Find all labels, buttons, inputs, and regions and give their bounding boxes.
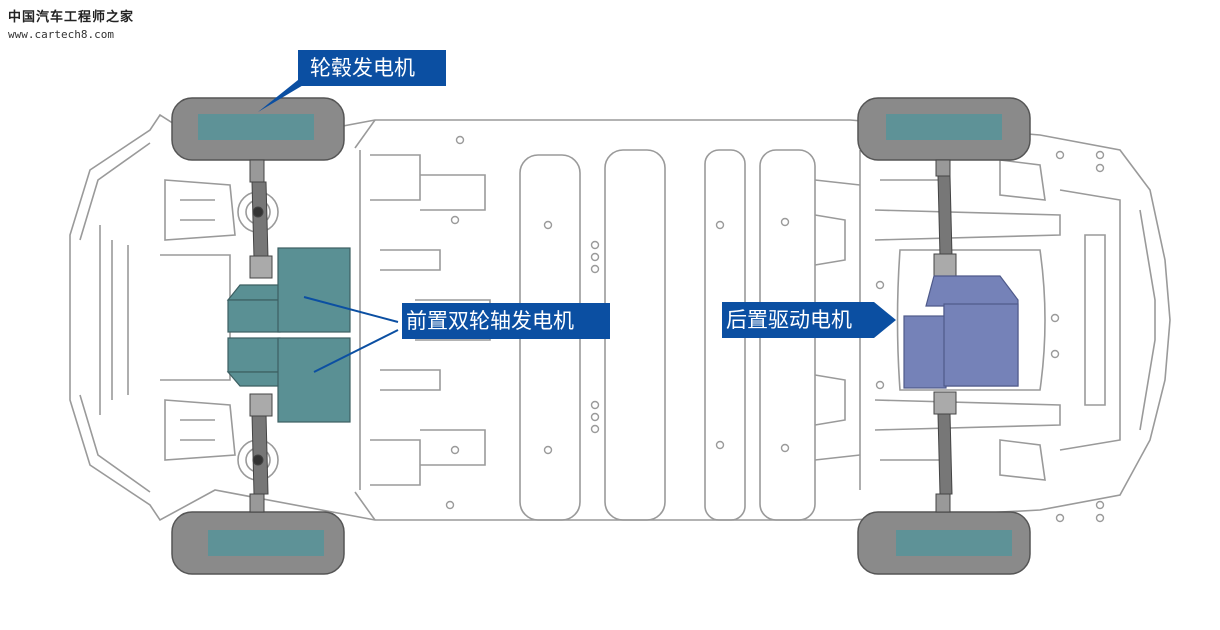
hub-motor-front-right bbox=[208, 530, 324, 556]
hub-motor-front-left bbox=[198, 114, 314, 140]
front-dual-motor bbox=[226, 247, 399, 423]
callout-rear-motor-shape bbox=[722, 302, 896, 338]
front-driveshafts bbox=[249, 159, 273, 513]
callout-front-motor-shape bbox=[402, 303, 610, 339]
tire-rear-right bbox=[857, 511, 1031, 575]
watermark: 中国汽车工程师之家 www.cartech8.com bbox=[8, 6, 134, 41]
hub-motor-rear-left bbox=[886, 114, 1002, 140]
rear-drive-motor bbox=[903, 275, 1019, 389]
label-front-motor: 前置双轮轴发电机 bbox=[406, 309, 574, 333]
rear-driveshafts bbox=[933, 159, 957, 513]
watermark-site-name: 中国汽车工程师之家 bbox=[8, 10, 135, 25]
tire-front-right bbox=[171, 511, 345, 575]
chassis-holes bbox=[445, 135, 1105, 523]
tire-front-left bbox=[171, 97, 345, 161]
watermark-url: www.cartech8.com bbox=[8, 28, 114, 41]
hub-motor-rear-right bbox=[896, 530, 1012, 556]
label-rear-motor: 后置驱动电机 bbox=[726, 308, 852, 332]
tire-rear-left bbox=[857, 97, 1031, 161]
callout-hub-motor-shape bbox=[258, 50, 446, 112]
label-hub-motor: 轮毂发电机 bbox=[310, 56, 415, 80]
